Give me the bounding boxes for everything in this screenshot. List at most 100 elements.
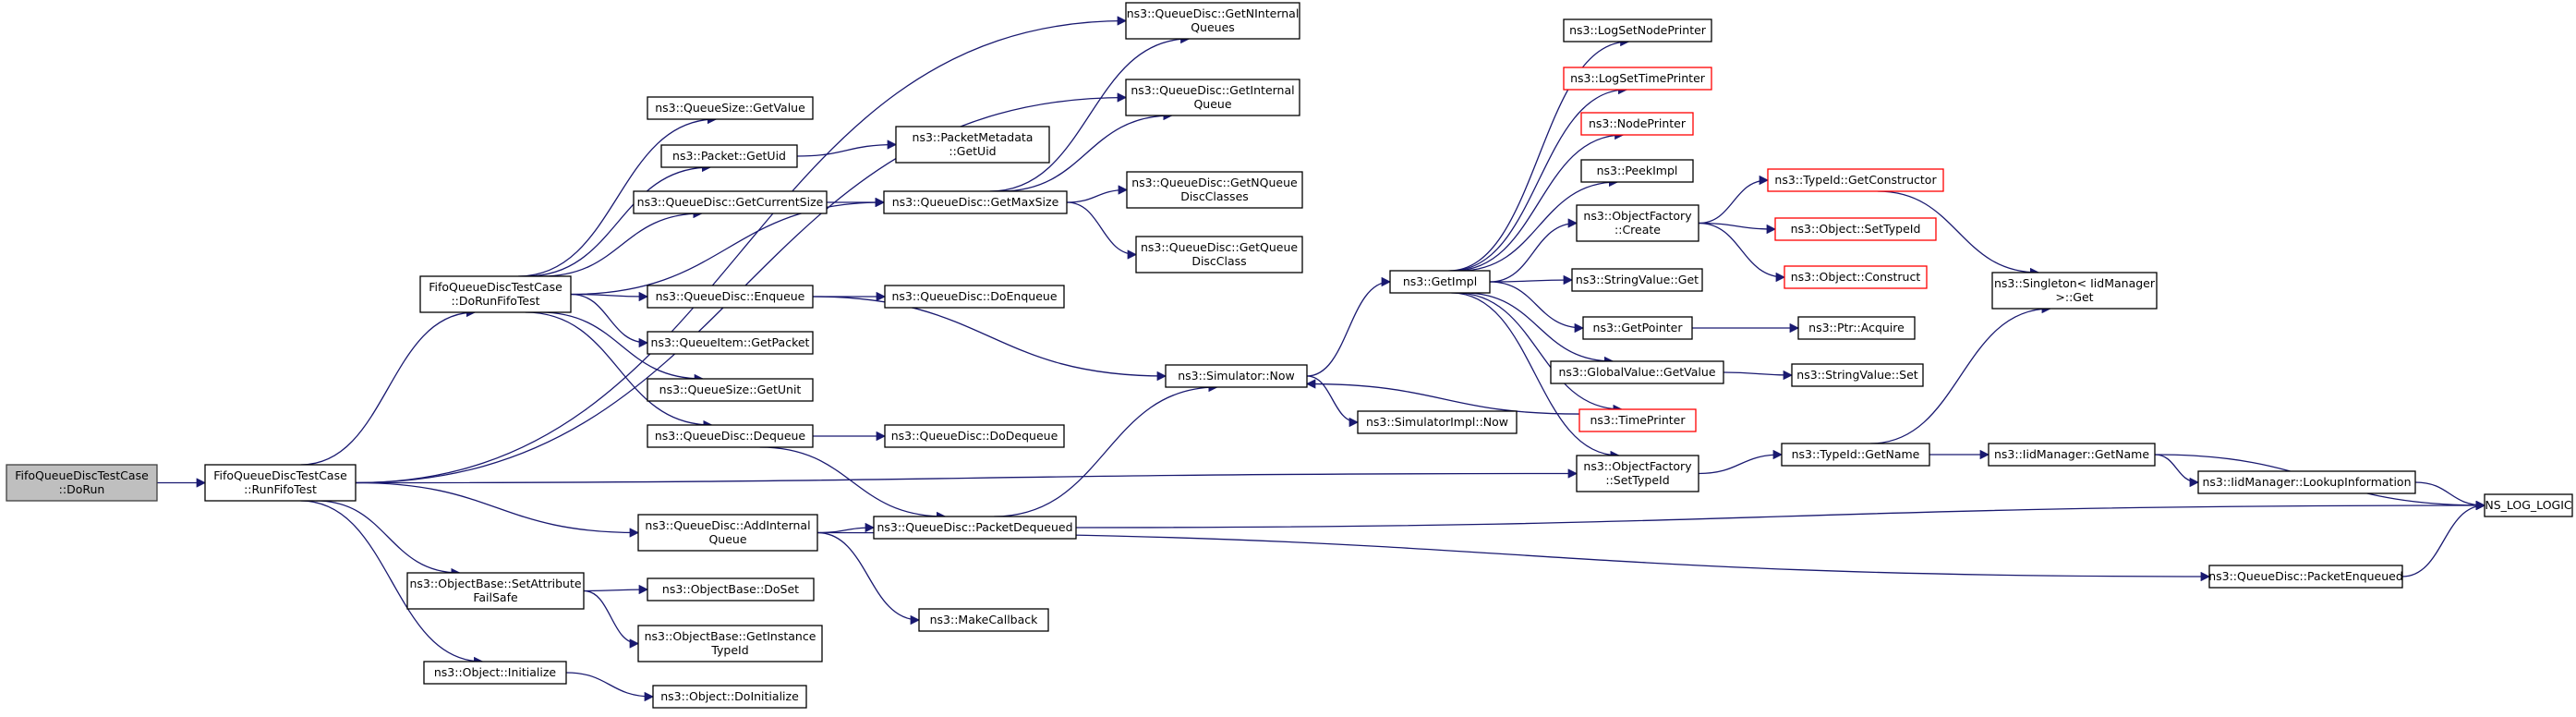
node-box [1991,272,2158,310]
edges-layer [157,16,2486,702]
node-label: Queues [1191,20,1235,34]
function-node[interactable]: ns3::TypeId::GetConstructor [1767,168,1944,192]
function-node[interactable]: ns3::QueueDisc::DoDequeue [884,424,1065,448]
function-node[interactable]: FifoQueueDiscTestCase::DoRun [6,464,158,502]
node-label: ns3::QueueDisc::GetCurrentSize [637,195,824,209]
function-node[interactable]: ns3::QueueDisc::Dequeue [647,424,814,448]
function-node[interactable]: ns3::GetImpl [1389,270,1491,294]
function-node[interactable]: ns3::Ptr::Acquire [1797,316,1916,340]
call-edge [2154,454,2200,488]
function-node[interactable]: ns3::QueueSize::GetValue [647,96,814,120]
call-edge [812,296,1167,382]
nodes-layer: FifoQueueDiscTestCase::DoRunFifoQueueDis… [6,2,2573,709]
node-label: ns3::TypeId::GetConstructor [1774,173,1937,187]
node-box [406,572,585,610]
call-edge [1453,129,1625,272]
function-node[interactable]: ns3::LogSetTimePrinter [1563,67,1712,91]
function-node[interactable]: ns3::MakeCallback [918,608,1049,632]
node-label: ::GetUid [949,144,996,158]
function-node[interactable]: ns3::SimulatorImpl::Now [1357,410,1518,434]
node-label: ns3::Object::DoInitialize [660,689,799,703]
node-box [1357,410,1518,434]
node-label: ns3::StringValue::Set [1796,368,1917,382]
node-label: >::Get [2055,290,2093,304]
function-node[interactable]: ns3::QueueDisc::GetCurrentSize [633,190,828,214]
node-box [1126,171,1303,209]
function-node[interactable]: ns3::QueueDisc::DoEnqueue [884,285,1065,309]
node-label: FifoQueueDiscTestCase [213,468,347,482]
function-node[interactable]: ns3::QueueSize::GetUnit [647,378,814,402]
node-label: ns3::ObjectFactory [1583,459,1692,473]
node-box [423,661,567,685]
function-node[interactable]: ns3::QueueDisc::PacketEnqueued [2208,565,2403,589]
node-box [647,577,815,602]
node-box [1389,270,1491,294]
function-node[interactable]: ns3::Object::DoInitialize [652,685,807,709]
node-label: ::DoRunFifoTest [451,294,539,308]
call-edge [796,140,898,157]
call-edge [816,531,921,626]
node-label: ns3::Object::Construct [1791,270,1921,284]
node-box [1550,360,1724,384]
function-node[interactable]: ns3::ObjectFactory::Create [1576,204,1699,242]
function-node[interactable]: ns3::QueueDisc::PacketDequeued [873,516,1077,540]
function-node[interactable]: ns3::QueueItem::GetPacket [647,331,814,355]
call-edge [570,197,886,296]
function-node[interactable]: ns3::TimePrinter [1578,408,1697,432]
node-label: DiscClasses [1180,189,1249,203]
function-node[interactable]: ns3::Singleton< IidManager>::Get [1991,272,2158,310]
function-node[interactable]: ns3::GetPointer [1582,316,1693,340]
function-node[interactable]: ns3::QueueDisc::Enqueue [647,285,814,309]
function-node[interactable]: ns3::Object::Initialize [423,661,567,685]
node-label: ::DoRun [59,482,105,496]
function-node[interactable]: ns3::Object::SetTypeId [1774,217,1937,241]
call-edge [1489,274,1574,286]
function-node[interactable]: ns3::QueueDisc::GetMaxSize [883,190,1068,214]
function-node[interactable]: ns3::IidManager::GetName [1988,443,2156,467]
function-node[interactable]: ns3::Packet::GetUid [660,144,798,168]
function-node[interactable]: ns3::Simulator::Now [1165,364,1308,388]
node-box [1767,168,1944,192]
function-node[interactable]: ns3::ObjectBase::DoSet [647,577,815,602]
function-node[interactable]: ns3::PacketMetadata::GetUid [895,126,1050,164]
function-node[interactable]: ns3::PeekImpl [1580,159,1694,183]
node-label: ns3::PacketMetadata [913,130,1034,144]
node-label: ns3::QueueDisc::Dequeue [655,429,806,443]
node-box [1578,408,1697,432]
call-edge [1306,375,1360,428]
node-label: ns3::NodePrinter [1589,116,1687,130]
node-label: Queue [1193,97,1231,111]
function-node[interactable]: ns3::Object::Construct [1784,265,1928,289]
function-node[interactable]: ns3::IidManager::LookupInformation [2197,470,2416,494]
node-label: ns3::QueueDisc::GetNQueue [1131,176,1298,189]
call-edge [1698,222,1786,283]
node-box [1563,18,1712,43]
function-node[interactable]: ns3::TypeId::GetName [1781,443,1930,467]
function-node[interactable]: ns3::LogSetNodePrinter [1563,18,1712,43]
function-node[interactable]: ns3::StringValue::Get [1571,268,1703,292]
node-label: ns3::ObjectFactory [1583,209,1692,223]
call-edge [1306,276,1392,377]
function-node[interactable]: ns3::NodePrinter [1580,112,1694,136]
node-label: ns3::QueueDisc::GetInternal [1131,83,1294,97]
function-node[interactable]: ns3::ObjectFactory::SetTypeId [1576,455,1699,492]
node-box [1576,204,1699,242]
function-node[interactable]: NS_LOG_LOGIC [2484,493,2573,517]
node-label: ns3::GlobalValue::GetValue [1558,365,1715,379]
function-node[interactable]: FifoQueueDiscTestCase::RunFifoTest [204,464,357,502]
node-label: ns3::QueueDisc::PacketDequeued [877,520,1072,534]
function-node[interactable]: FifoQueueDiscTestCase::DoRunFifoTest [419,275,572,313]
call-edge [989,33,1191,192]
function-node[interactable]: ns3::GlobalValue::GetValue [1550,360,1724,384]
node-label: ns3::QueueDisc::DoDequeue [891,429,1058,443]
call-edge [565,672,655,702]
function-node[interactable]: ns3::StringValue::Set [1791,363,1924,387]
